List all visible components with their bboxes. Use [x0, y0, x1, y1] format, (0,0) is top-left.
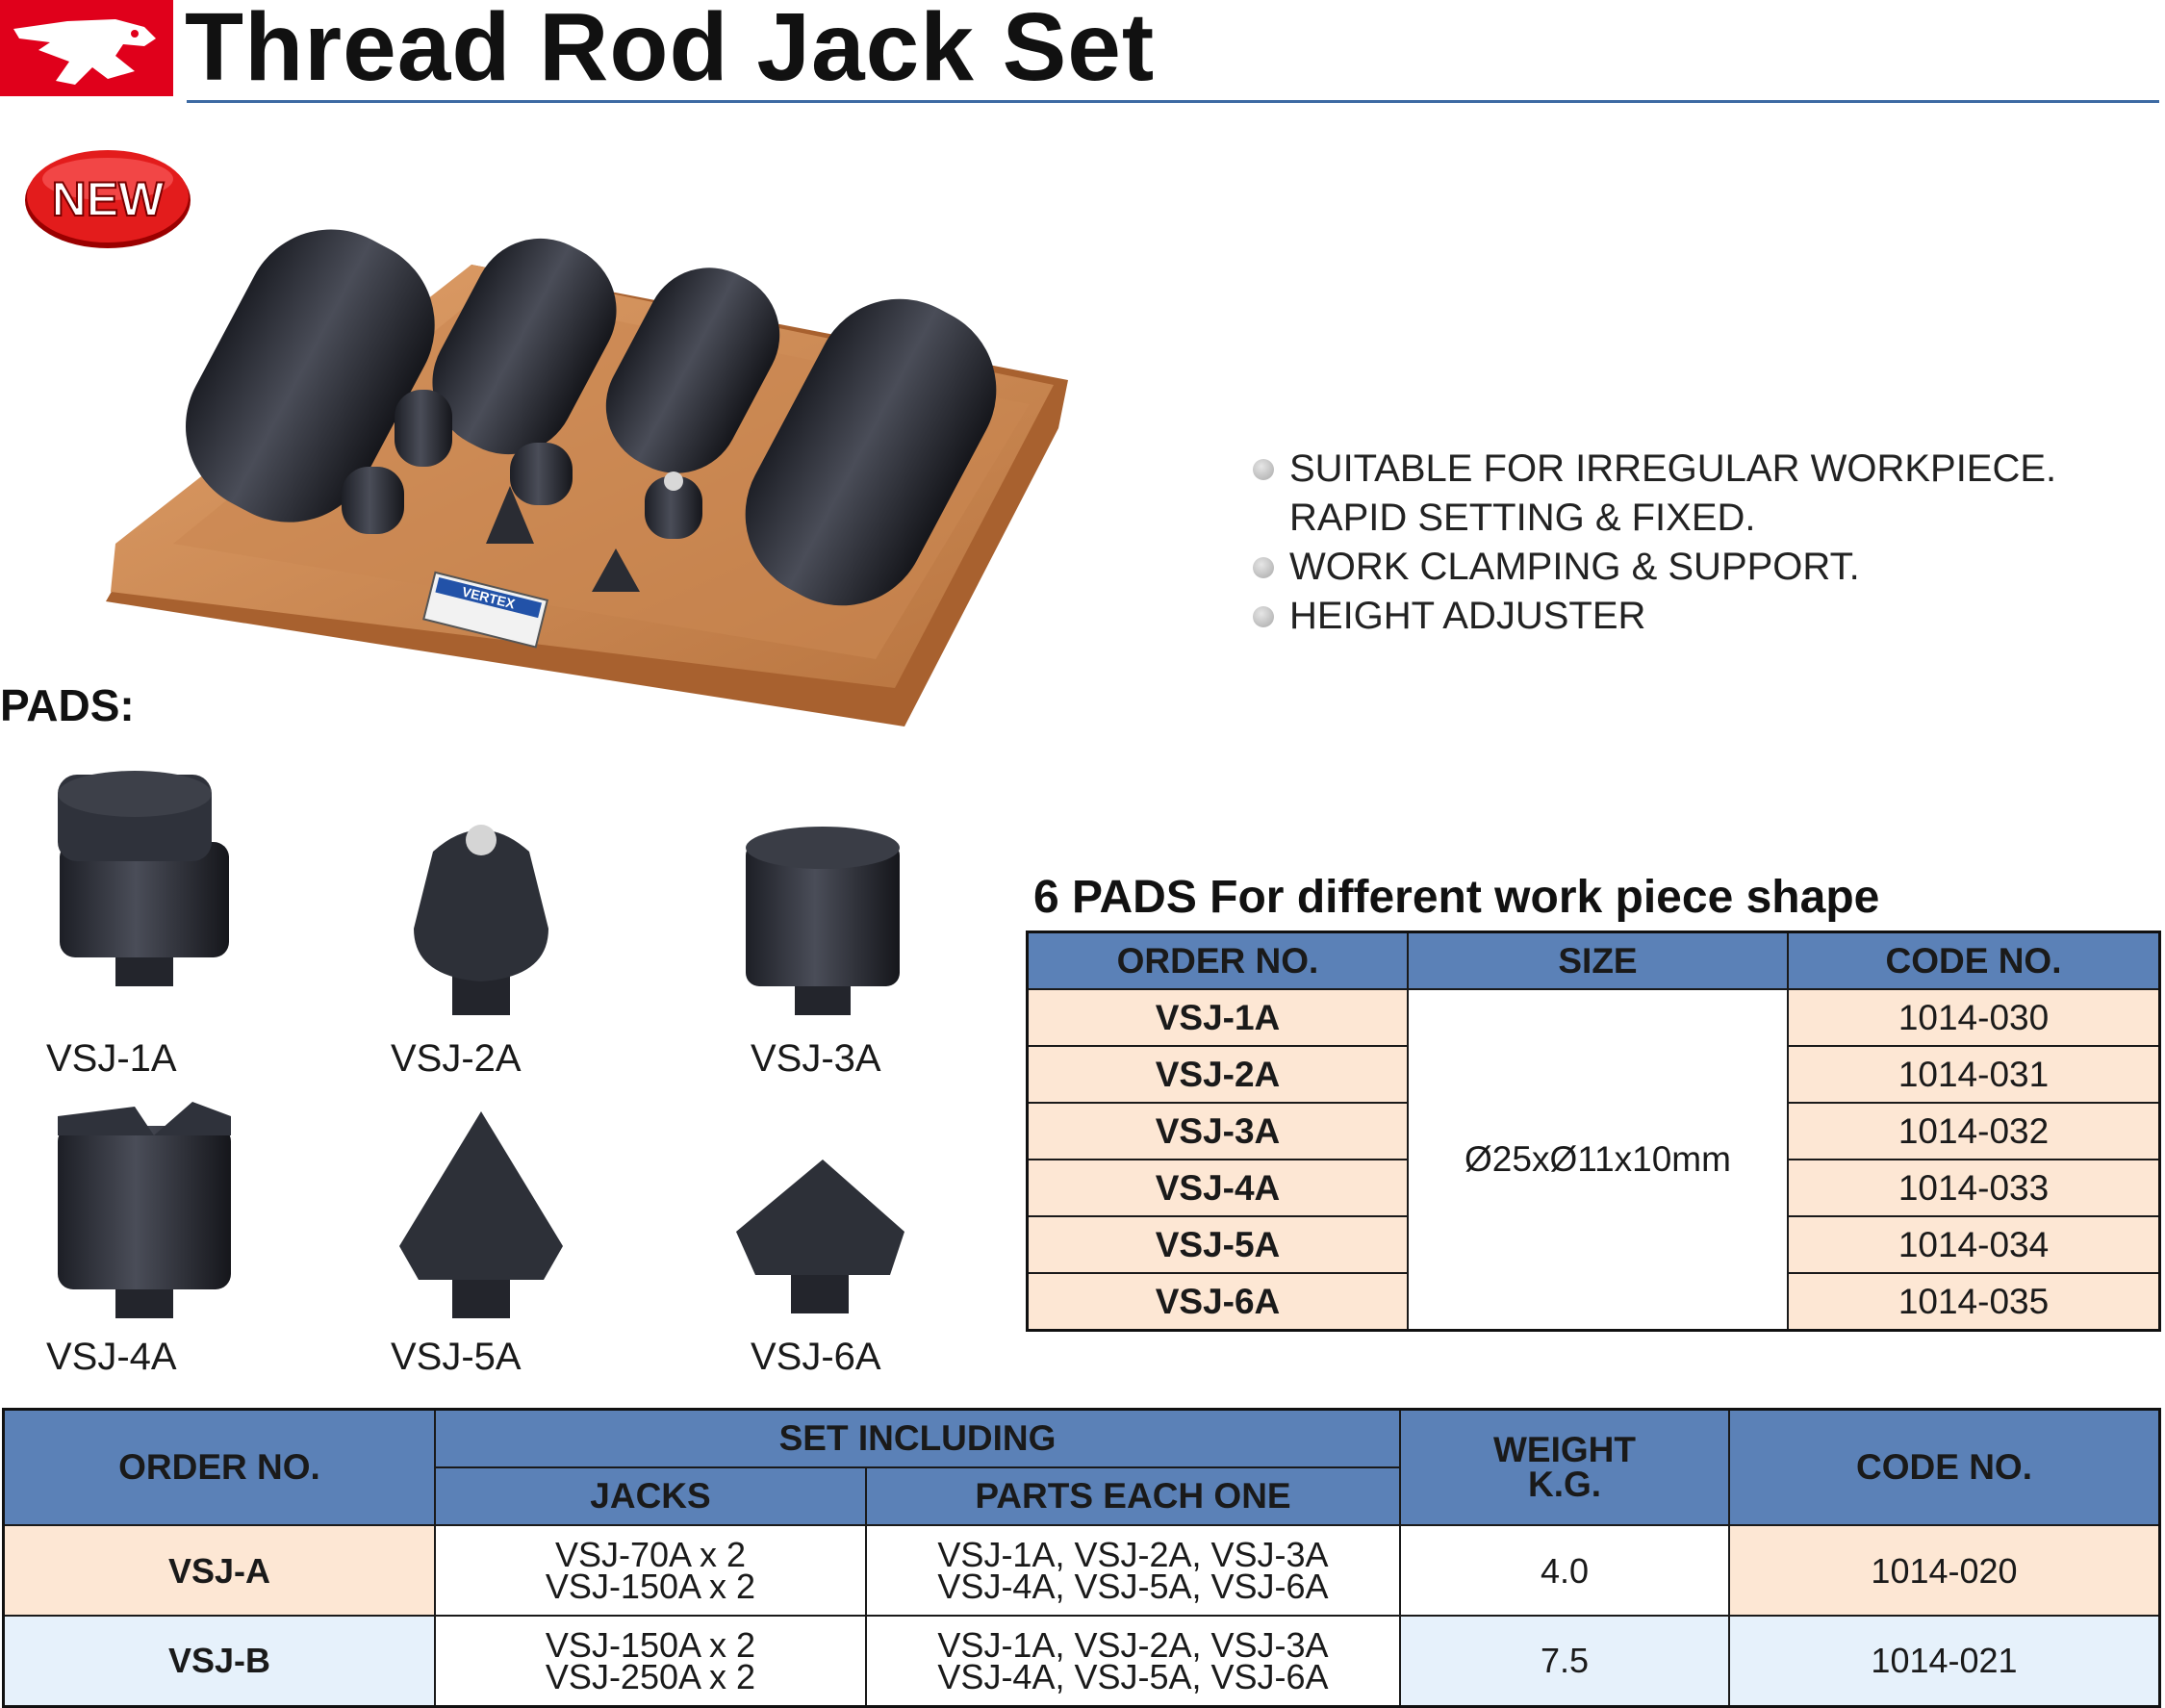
jack-2 [432, 238, 617, 455]
table-row: VSJ-6A 1014-035 [1026, 1272, 2161, 1332]
order-no-cell: VSJ-4A [1026, 1159, 1409, 1217]
pad-vsj-5a-image [390, 1111, 582, 1342]
pad-vsj-2a-image [395, 813, 587, 1044]
code-no-cell: 1014-020 [1728, 1524, 2161, 1617]
pad-label: VSJ-5A [391, 1336, 522, 1378]
code-no-cell: 1014-034 [1787, 1215, 2161, 1274]
code-no-cell: 1014-021 [1728, 1615, 2161, 1707]
feature-item: SUITABLE FOR IRREGULAR WORKPIECE. [1251, 445, 2155, 494]
table-header-row: JACKS PARTS EACH ONE [4, 1466, 2160, 1526]
column-header: JACKS [434, 1466, 867, 1526]
jack-4 [745, 298, 997, 606]
jacks-line: VSJ-150A x 2 [545, 1624, 756, 1665]
sets-table: ORDER NO. SET INCLUDING WEIGHT K.G. CODE… [2, 1408, 2161, 1708]
column-header: ORDER NO. [1026, 930, 1409, 990]
table-row: VSJ-1A Ø25xØ11x10mm 1014-030 [1026, 988, 2161, 1332]
pad-label: VSJ-4A [46, 1336, 177, 1378]
pad-label: VSJ-1A [46, 1037, 177, 1080]
jacks-line: VSJ-70A x 2 [554, 1535, 747, 1574]
pad-vsj-6a-image [731, 1160, 924, 1390]
bullet-icon [1253, 606, 1274, 627]
feature-item: RAPID SETTING & FIXED. [1289, 497, 1756, 539]
pad-label: VSJ-6A [751, 1336, 881, 1378]
parts-line: VSJ-1A, VSJ-2A, VSJ-3A [937, 1535, 1329, 1574]
order-no-cell: VSJ-3A [1026, 1102, 1409, 1160]
jack-1 [186, 229, 435, 523]
table-row: VSJ-2A 1014-031 [1026, 1045, 2161, 1104]
table-row: VSJ-5A 1014-034 [1026, 1215, 2161, 1274]
order-no-cell: VSJ-A [2, 1524, 436, 1617]
pads-heading: PADS: [0, 680, 135, 730]
column-header: ORDER NO. [2, 1408, 436, 1526]
parts-line: VSJ-1A, VSJ-2A, VSJ-3A [937, 1624, 1329, 1665]
size-cell: Ø25xØ11x10mm [1407, 988, 1789, 1332]
column-header: PARTS EACH ONE [865, 1466, 1401, 1526]
pads-table-title: 6 PADS For different work piece shape [1033, 872, 1880, 923]
feature-item: HEIGHT ADJUSTER [1251, 592, 2155, 641]
pad-vsj-4a-image [48, 1097, 241, 1328]
column-header: WEIGHT K.G. [1399, 1408, 1730, 1526]
table-header-row: ORDER NO. SIZE CODE NO. [1026, 930, 2161, 990]
column-header: SET INCLUDING [434, 1408, 1401, 1468]
code-no-cell: 1014-031 [1787, 1045, 2161, 1104]
order-no-cell: VSJ-B [2, 1615, 436, 1707]
table-row: VSJ-B VSJ-150A x 2 VSJ-250A x 2 VSJ-1A, … [2, 1615, 2161, 1707]
title-divider [187, 100, 2159, 103]
order-no-cell: VSJ-5A [1026, 1215, 1409, 1274]
new-badge: NEW [21, 144, 194, 250]
jack-3 [605, 268, 780, 473]
feature-list: SUITABLE FOR IRREGULAR WORKPIECE. RAPID … [1251, 445, 2155, 641]
bullet-icon [1253, 459, 1274, 480]
parts-cell: VSJ-1A, VSJ-2A, VSJ-3A VSJ-4A, VSJ-5A, V… [865, 1524, 1401, 1617]
weight-cell: 7.5 [1399, 1615, 1730, 1707]
bullet-icon [1253, 557, 1274, 578]
table-row: VSJ-3A 1014-032 [1026, 1102, 2161, 1160]
parts-line: VSJ-4A, VSJ-5A, VSJ-6A [937, 1656, 1329, 1696]
code-no-cell: 1014-035 [1787, 1272, 2161, 1332]
pad-label: VSJ-3A [751, 1037, 881, 1080]
product-photo: VERTEX [106, 188, 1068, 736]
parts-line: VSJ-4A, VSJ-5A, VSJ-6A [937, 1567, 1329, 1606]
parts-cell: VSJ-1A, VSJ-2A, VSJ-3A VSJ-4A, VSJ-5A, V… [865, 1615, 1401, 1707]
new-badge-text: NEW [52, 172, 165, 226]
table-row: VSJ-4A 1014-033 [1026, 1159, 2161, 1217]
order-no-cell: VSJ-1A [1026, 988, 1409, 1047]
jacks-cell: VSJ-150A x 2 VSJ-250A x 2 [434, 1615, 867, 1707]
table-header-row: ORDER NO. SET INCLUDING WEIGHT K.G. CODE… [2, 1408, 2161, 1526]
code-no-cell: 1014-030 [1787, 988, 2161, 1047]
page-title: Thread Rod Jack Set [185, 0, 1156, 101]
brand-logo [0, 0, 173, 96]
column-header: CODE NO. [1787, 930, 2161, 990]
eagle-icon [0, 0, 173, 96]
table-row: VSJ-A VSJ-70A x 2 VSJ-150A x 2 VSJ-1A, V… [2, 1524, 2161, 1617]
pad-label: VSJ-2A [391, 1037, 522, 1080]
code-no-cell: 1014-032 [1787, 1102, 2161, 1160]
jacks-line: VSJ-150A x 2 [545, 1567, 756, 1606]
jacks-cell: VSJ-70A x 2 VSJ-150A x 2 [434, 1524, 867, 1617]
order-no-cell: VSJ-6A [1026, 1272, 1409, 1332]
column-header: CODE NO. [1728, 1408, 2161, 1526]
weight-header-line: WEIGHT [1493, 1430, 1636, 1469]
pad-vsj-1a-image [48, 765, 241, 996]
column-header: SIZE [1407, 930, 1789, 990]
order-no-cell: VSJ-2A [1026, 1045, 1409, 1104]
jacks-line: VSJ-250A x 2 [545, 1656, 756, 1696]
weight-header-line: K.G. [1527, 1465, 1602, 1504]
weight-cell: 4.0 [1399, 1524, 1730, 1617]
code-no-cell: 1014-033 [1787, 1159, 2161, 1217]
pad-vsj-3a-image [741, 823, 933, 1054]
pads-table: ORDER NO. SIZE CODE NO. VSJ-1A Ø25xØ11x1… [1026, 930, 2161, 1332]
feature-item: WORK CLAMPING & SUPPORT. [1251, 543, 2155, 592]
